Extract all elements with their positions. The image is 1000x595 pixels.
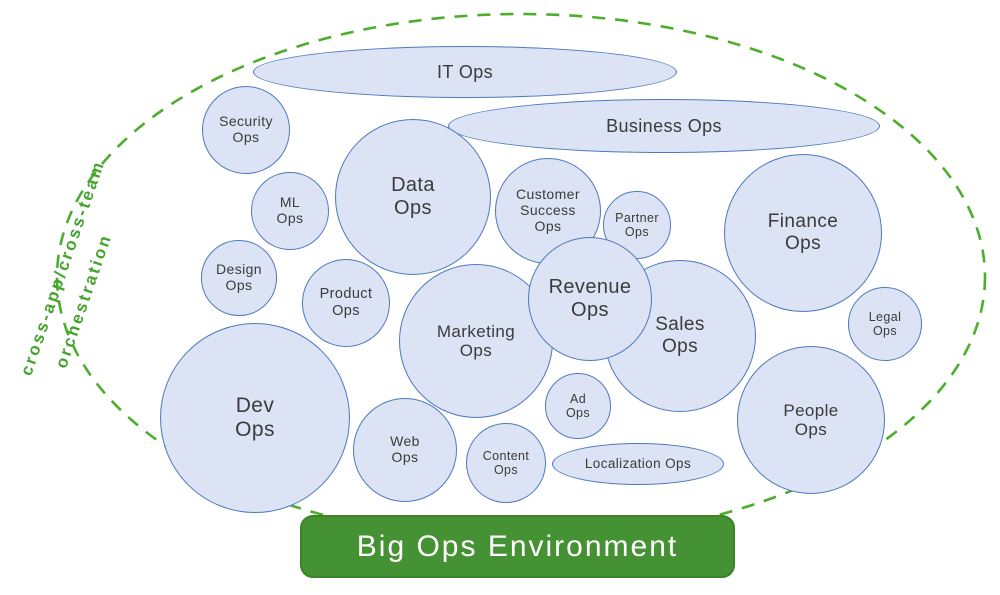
bubble-ml-ops: ML Ops: [251, 172, 329, 250]
bubble-web-ops: Web Ops: [353, 398, 457, 502]
bubble-legal-ops: Legal Ops: [848, 287, 922, 361]
bubble-design-ops: Design Ops: [201, 240, 277, 316]
bubble-dev-ops: Dev Ops: [160, 323, 350, 513]
bubble-marketing-ops: Marketing Ops: [399, 264, 553, 418]
big-ops-environment-banner: Big Ops Environment: [300, 515, 735, 578]
bubble-security-ops: Security Ops: [202, 86, 290, 174]
bubble-business-ops: Business Ops: [448, 99, 880, 153]
bubble-data-ops: Data Ops: [335, 119, 491, 275]
bubble-content-ops: Content Ops: [466, 423, 546, 503]
bubble-people-ops: People Ops: [737, 346, 885, 494]
bubble-localization-ops: Localization Ops: [552, 443, 724, 485]
bubble-revenue-ops: Revenue Ops: [528, 237, 652, 361]
bubble-finance-ops: Finance Ops: [724, 154, 882, 312]
bubble-product-ops: Product Ops: [302, 259, 390, 347]
bubble-it-ops: IT Ops: [253, 46, 677, 98]
bubble-ad-ops: Ad Ops: [545, 373, 611, 439]
